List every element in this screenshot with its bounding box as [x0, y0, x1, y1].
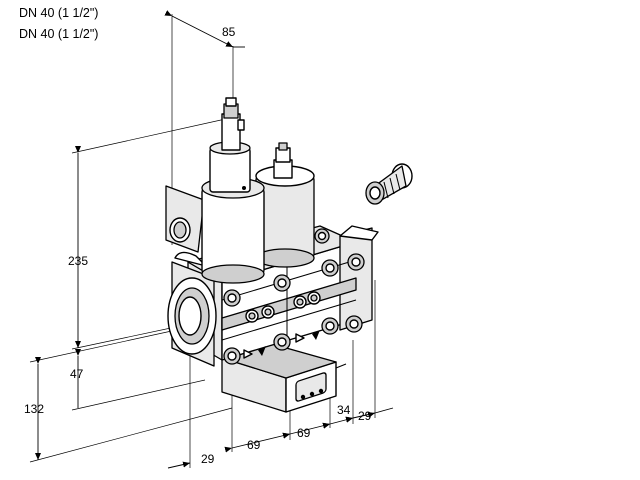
dim-height-total: 235: [68, 254, 88, 268]
dim-pitch-2: 69: [297, 426, 311, 440]
header-line-1: DN 40 (1 1/2"): [19, 6, 99, 20]
dim-depth-right: 29: [358, 409, 372, 423]
solenoid-coil-left: [201, 97, 265, 284]
dim-offset-right: 34: [337, 403, 351, 417]
screw-heads: [223, 228, 365, 365]
test-ports: [243, 291, 321, 359]
dim-height-left: 132: [24, 402, 44, 416]
dimension-labels: 85 235 47 132 29 69 69 34 29: [24, 25, 372, 466]
dim-top-width: 85: [222, 25, 236, 39]
header-line-2: DN 40 (1 1/2"): [19, 27, 99, 41]
mounting-bracket: [165, 185, 205, 253]
dim-pitch-1: 69: [247, 438, 261, 452]
cable-gland: [365, 163, 413, 205]
valve-assembly: [165, 97, 379, 413]
solenoid-coil-right: [255, 142, 315, 268]
dim-depth-left: 29: [201, 452, 215, 466]
inlet-flange: [167, 251, 217, 367]
dim-height-lower: 47: [70, 367, 84, 381]
